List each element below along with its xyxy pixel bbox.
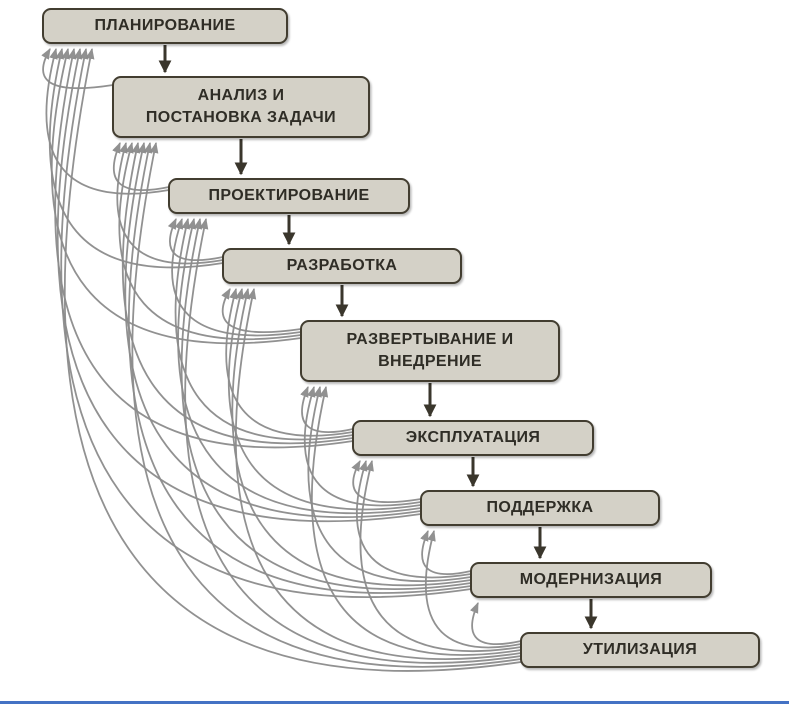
feedback-arrow [177, 217, 422, 515]
node-analysis-label: АНАЛИЗ И ПОСТАНОВКА ЗАДАЧИ [145, 86, 337, 126]
feedback-arrow [41, 48, 114, 90]
node-support: ПОДДЕРЖКА [420, 490, 660, 526]
feedback-arrow [131, 141, 522, 668]
node-disposal-label: УТИЛИЗАЦИЯ [582, 640, 698, 658]
feedback-arrow [235, 287, 522, 661]
feedback-arrow [180, 217, 472, 591]
node-operation-label: ЭКСПЛУАТАЦИЯ [405, 428, 541, 446]
feedback-arrow [307, 385, 472, 582]
node-disposal: УТИЛИЗАЦИЯ [520, 632, 760, 668]
node-development: РАЗРАБОТКА [222, 248, 462, 284]
feedback-arrow [54, 47, 354, 449]
feedback-arrow [112, 141, 170, 191]
node-design-label: ПРОЕКТИРОВАНИЕ [208, 186, 370, 204]
feedback-arrow [300, 385, 354, 433]
feedback-arrow [124, 141, 422, 519]
node-support-label: ПОДДЕРЖКА [486, 498, 594, 516]
feedback-arrow [359, 459, 522, 652]
feedback-arrow [221, 288, 302, 333]
feedback-arrow [311, 385, 522, 656]
feedback-arrow [351, 460, 422, 503]
node-modernization-label: МОДЕРНИЗАЦИЯ [519, 570, 663, 588]
feedback-arrow [50, 47, 302, 345]
node-planning-label: ПЛАНИРОВАНИЕ [94, 16, 236, 34]
node-development-label: РАЗРАБОТКА [286, 256, 398, 274]
feedback-arrow [227, 287, 422, 511]
feedback-arrow [167, 217, 224, 261]
node-design: ПРОЕКТИРОВАНИЕ [168, 178, 410, 214]
feedback-arrow [231, 287, 472, 587]
feedback-arrow [56, 47, 422, 523]
node-deployment-label: РАЗВЕРТЫВАНИЕ И ВНЕДРЕНИЕ [346, 330, 514, 370]
feedback-arrow [425, 529, 522, 649]
feedback-arrow [45, 47, 170, 195]
feedback-arrow [174, 217, 354, 441]
node-modernization: МОДЕРНИЗАЦИЯ [470, 562, 712, 598]
feedback-arrow [60, 47, 472, 598]
bottom-blue-line [0, 701, 789, 704]
node-analysis: АНАЛИЗ И ПОСТАНОВКА ЗАДАЧИ [112, 76, 370, 138]
feedback-arrow [118, 141, 302, 341]
feedback-arrow [184, 217, 522, 664]
node-planning: ПЛАНИРОВАНИЕ [42, 8, 288, 44]
feedback-arrow [127, 141, 472, 594]
node-deployment: РАЗВЕРТЫВАНИЕ И ВНЕДРЕНИЕ [300, 320, 560, 382]
feedback-arrow [63, 47, 522, 672]
feedback-arrow [225, 287, 354, 437]
feedback-arrow [470, 601, 522, 645]
node-operation: ЭКСПЛУАТАЦИЯ [352, 420, 594, 456]
feedback-arrow [48, 47, 224, 269]
feedback-arrow [171, 217, 302, 337]
feedback-arrow [121, 141, 354, 445]
feedback-arrow [304, 385, 422, 507]
feedback-arrow [356, 459, 472, 579]
